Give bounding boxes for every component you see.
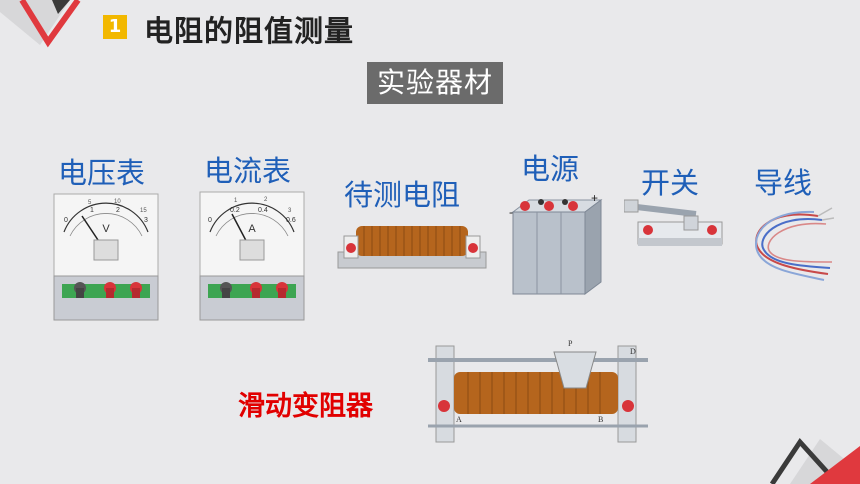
corner-decoration-bottom-right [769, 437, 860, 484]
voltmeter-tick-1: 1 [90, 207, 94, 214]
voltmeter-tick-3: 3 [144, 217, 148, 224]
resistor-image [337, 226, 487, 269]
ammeter-tick-2: 0.4 [258, 207, 268, 214]
rheostat-mark-p: P [568, 339, 573, 348]
voltmeter-tick-2: 2 [116, 207, 120, 214]
rheostat-mark-a: A [456, 415, 462, 424]
voltmeter-tick-0: 0 [64, 217, 68, 224]
ammeter-top-tick-0: 1 [234, 198, 238, 204]
rheostat-mark-d: D [630, 347, 636, 356]
ammeter-tick-3: 0.6 [286, 217, 296, 224]
wires-image [755, 207, 834, 281]
voltmeter-top-tick-1: 10 [114, 199, 121, 205]
voltmeter-top-tick-0: 5 [88, 200, 92, 206]
power-source-image: - + [509, 191, 603, 295]
voltmeter-image: V 0 1 2 3 5 10 15 [53, 193, 159, 321]
ammeter-top-tick-1: 2 [264, 197, 268, 203]
ammeter-top-tick-2: 3 [288, 208, 292, 214]
ammeter-label: 电流表 [204, 154, 292, 188]
corner-decoration-top-left [0, 0, 81, 48]
section-tag: 实验器材 [367, 62, 504, 104]
switch-label: 开关 [641, 166, 700, 200]
ammeter-tick-0: 0 [208, 217, 212, 224]
voltmeter-unit: V [102, 223, 110, 235]
ammeter-tick-1: 0.2 [230, 207, 240, 214]
switch-image [624, 199, 723, 246]
wire-label: 导线 [754, 166, 813, 200]
ammeter-unit: A [248, 223, 256, 235]
page-title: 电阻的阻值测量 [144, 14, 355, 48]
resistor-label: 待测电阻 [344, 178, 461, 212]
svg-text:-: - [509, 205, 513, 219]
rheostat-mark-b: B [598, 415, 603, 424]
section-number-badge: 1 [103, 15, 127, 39]
power-label: 电源 [521, 152, 580, 186]
voltmeter-label: 电压表 [58, 156, 146, 190]
ammeter-image: A 0 0.2 0.4 0.6 1 2 3 [199, 191, 305, 321]
rheostat-image: P D A B [428, 339, 648, 443]
voltmeter-top-tick-2: 15 [140, 208, 147, 214]
svg-text:+: + [591, 191, 598, 205]
rheostat-label: 滑动变阻器 [238, 391, 373, 422]
